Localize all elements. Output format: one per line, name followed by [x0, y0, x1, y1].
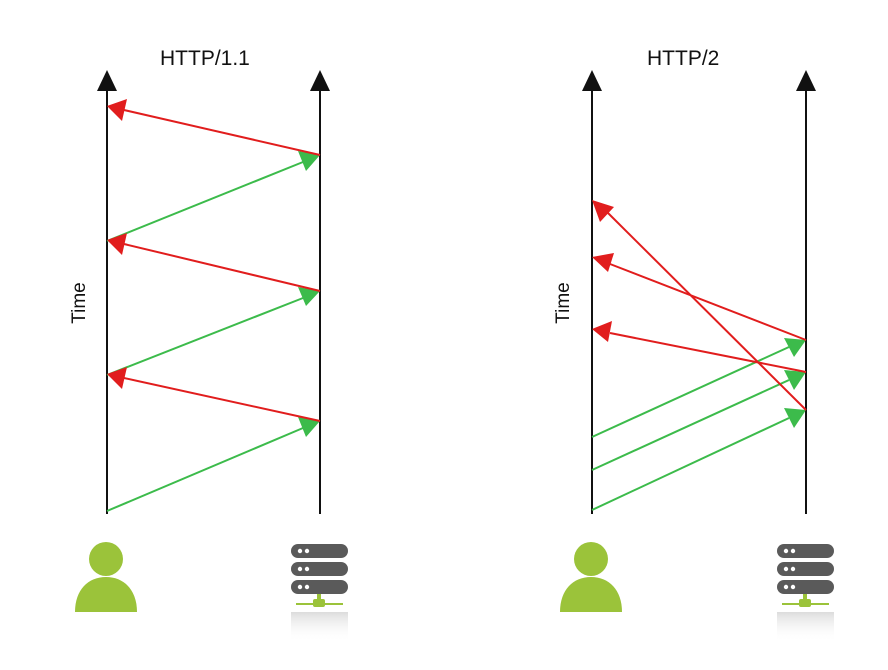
http11-response-arrow [107, 233, 321, 292]
http11-title: HTTP/1.1 [160, 47, 250, 70]
http11-request-arrow [106, 287, 320, 376]
http2-response-arrow [592, 200, 807, 411]
http2-response-arrow [592, 253, 807, 341]
http11-response-arrow [107, 99, 321, 156]
http2-server-axis-arrowhead [796, 70, 816, 91]
http11-response-arrow [107, 367, 321, 422]
http11-request-arrow [106, 417, 320, 512]
user-icon [560, 542, 622, 612]
http2-panel [560, 70, 834, 642]
http2-request-arrow [591, 370, 806, 471]
http2-time-axis-label: Time [552, 282, 574, 324]
http11-time-axis-label: Time [68, 282, 90, 324]
http11-server-axis-arrowhead [310, 70, 330, 91]
http11-panel [75, 70, 348, 642]
http11-request-arrow [106, 151, 320, 242]
http11-client-axis-arrowhead [97, 70, 117, 91]
http2-request-arrow [591, 408, 806, 511]
user-icon [75, 542, 137, 612]
http2-client-axis-arrowhead [582, 70, 602, 91]
http2-response-arrow [592, 321, 807, 373]
server-icon [777, 544, 834, 642]
http2-title: HTTP/2 [647, 47, 720, 70]
server-icon [291, 544, 348, 642]
